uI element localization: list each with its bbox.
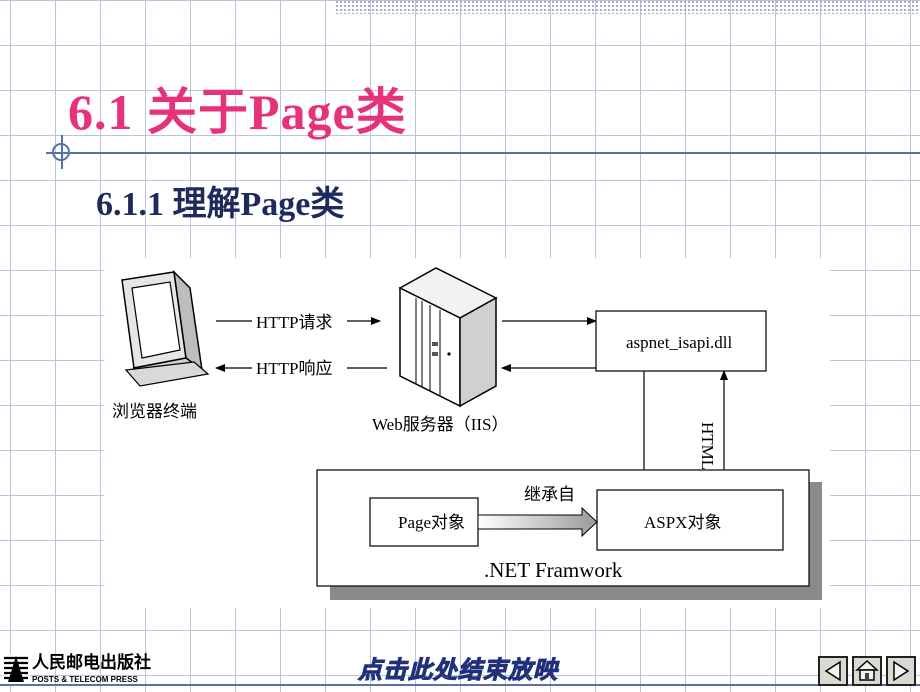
top-dot-pattern bbox=[335, 0, 920, 14]
inherit-arrow bbox=[477, 506, 598, 538]
next-slide-button[interactable] bbox=[886, 656, 916, 686]
http-request-label: HTTP请求 bbox=[256, 313, 333, 332]
framework-label: .NET Framwork bbox=[484, 558, 623, 582]
aspx-object-label: ASPX对象 bbox=[644, 513, 722, 532]
diagram-graphics bbox=[121, 267, 822, 600]
slide-title: 6.1 关于Page类 bbox=[68, 84, 407, 140]
publisher-name-cn: 人民邮电出版社 bbox=[32, 653, 151, 673]
isapi-label: aspnet_isapi.dll bbox=[626, 333, 733, 352]
inherit-label: 继承自 bbox=[524, 485, 575, 504]
server-label: Web服务器（IIS） bbox=[372, 415, 509, 434]
page-object-label: Page对象 bbox=[398, 513, 466, 532]
title-rule bbox=[46, 152, 920, 154]
monitor-icon bbox=[121, 269, 210, 387]
server-icon bbox=[398, 267, 498, 408]
home-icon bbox=[855, 659, 879, 681]
http-response-label: HTTP响应 bbox=[256, 359, 333, 378]
end-show-button[interactable]: 点击此处结束放映 bbox=[358, 656, 558, 684]
arrow-left-icon bbox=[824, 660, 841, 682]
footer-rule bbox=[0, 684, 920, 686]
browser-label: 浏览器终端 bbox=[112, 402, 197, 421]
home-button[interactable] bbox=[852, 656, 882, 686]
publisher-logo-icon bbox=[2, 654, 30, 684]
rule-crosshair-circle bbox=[52, 143, 70, 161]
arrow-right-icon bbox=[893, 660, 910, 682]
architecture-diagram: HTTP请求 HTTP响应 浏览器终端 Web服务器（IIS） aspnet_i… bbox=[104, 258, 830, 608]
html-label: HTML bbox=[698, 422, 717, 471]
publisher-name-en: POSTS & TELECOM PRESS bbox=[32, 675, 138, 684]
prev-slide-button[interactable] bbox=[818, 656, 848, 686]
slide-subtitle: 6.1.1 理解Page类 bbox=[96, 186, 345, 223]
isapi-box bbox=[595, 310, 767, 372]
page-box bbox=[369, 497, 479, 547]
publisher-logo-block: 人民邮电出版社 POSTS & TELECOM PRESS bbox=[2, 654, 167, 688]
aspx-box bbox=[596, 489, 784, 551]
